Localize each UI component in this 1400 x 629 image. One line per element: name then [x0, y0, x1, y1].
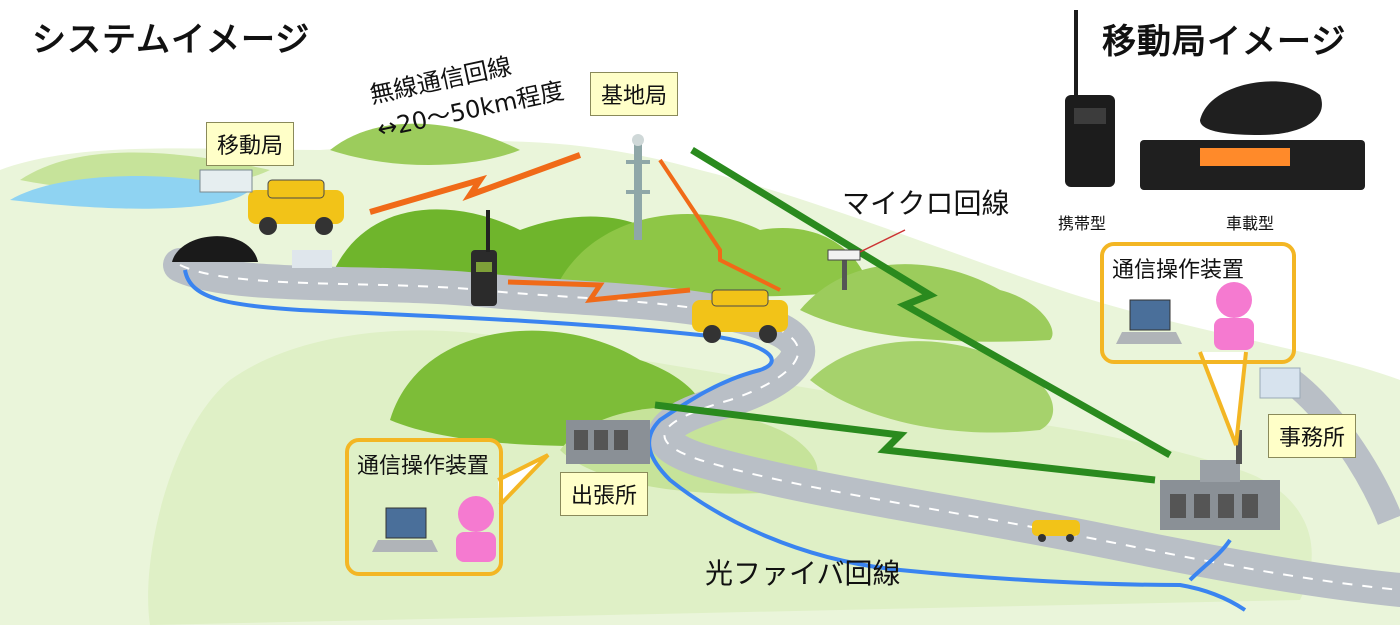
house-icon [292, 250, 332, 268]
dam-structure [199, 169, 253, 193]
fiber-line-label: 光ファイバ回線 [705, 557, 901, 590]
lake [10, 176, 250, 209]
office-building [1160, 430, 1280, 530]
system-title: システムイメージ [32, 20, 311, 60]
radio-line [369, 152, 582, 215]
fiber-line-branch [1188, 538, 1232, 582]
microwave-line-label: マイクロ回線 [842, 187, 1010, 220]
laptop-icon [1116, 299, 1182, 344]
console-bubble-right: 通信操作装置 [1100, 242, 1296, 364]
branch-office-tag: 出張所 [560, 472, 649, 516]
building-icon [1259, 367, 1301, 399]
mobile-station-tag: 移動局 [206, 122, 295, 166]
mobile-title: 移動局イメージ [1102, 22, 1347, 62]
console-bubble-left: 通信操作装置 [345, 438, 503, 576]
radio-line [507, 279, 691, 304]
office-tag: 事務所 [1268, 414, 1357, 458]
tunnel [172, 236, 258, 262]
car-icon [248, 179, 344, 235]
radio-line [658, 158, 781, 292]
microwave-line [654, 401, 1156, 484]
car-icon [692, 289, 788, 343]
operator-icon [1214, 282, 1254, 350]
laptop-icon [372, 507, 438, 552]
vehicle-radio-icon [1140, 81, 1365, 190]
fiber-line [183, 269, 1247, 612]
hill [810, 341, 1054, 433]
taxi-icon [1032, 520, 1080, 542]
base-station-tag: 基地局 [590, 72, 679, 116]
hill [330, 123, 520, 165]
branch-office-building [566, 420, 650, 464]
handheld-caption: 携帯型 [1058, 214, 1107, 233]
relay-antenna [827, 229, 906, 290]
handheld-radio-icon [471, 210, 497, 306]
operator-icon [456, 496, 496, 562]
base-station-tower [626, 134, 650, 240]
handheld-transceiver-icon [1065, 10, 1115, 187]
console-label-left: 通信操作装置 [357, 454, 490, 479]
hill [800, 264, 1053, 342]
bubble-tail [1198, 351, 1248, 446]
console-label-right: 通信操作装置 [1112, 258, 1245, 283]
microwave-line [690, 147, 1172, 459]
vehicle-caption: 車載型 [1226, 214, 1275, 233]
bubble-tail [497, 453, 550, 507]
